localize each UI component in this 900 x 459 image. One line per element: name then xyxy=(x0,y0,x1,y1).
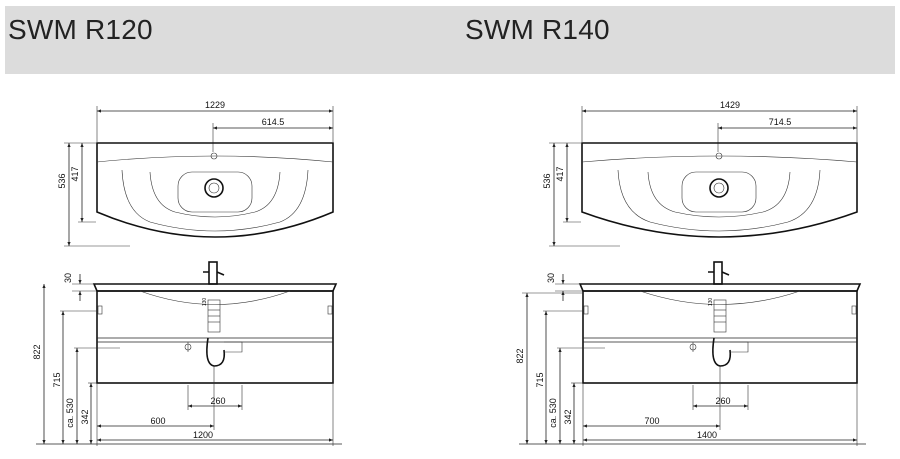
dim-height-342: 342 xyxy=(563,409,573,424)
top-view: 1429 714.5 536 417 xyxy=(542,100,858,247)
dim-total-height: 822 xyxy=(32,344,42,359)
dim-height-ca530: ca. 530 xyxy=(548,398,558,428)
drawing-r120: 1229 614.5 536 417 xyxy=(32,100,342,446)
model-title-left: SWM R120 xyxy=(8,14,153,45)
dim-depth-total: 536 xyxy=(542,173,552,188)
dim-height-715: 715 xyxy=(52,372,62,387)
dim-siphon-width: 260 xyxy=(715,396,730,406)
dim-depth-bowl: 417 xyxy=(555,166,565,181)
dim-height-342: 342 xyxy=(80,409,90,424)
dim-small-label: 130 xyxy=(202,298,208,307)
dim-tap-offset: 614.5 xyxy=(262,117,285,127)
dim-small-label: 130 xyxy=(708,298,714,307)
dim-height-715: 715 xyxy=(535,372,545,387)
drawing-r140: 1429 714.5 536 417 xyxy=(515,100,866,446)
dim-top-width: 1229 xyxy=(205,100,225,110)
dim-total-height: 822 xyxy=(515,348,525,363)
top-view: 1229 614.5 536 417 xyxy=(57,100,334,247)
model-title-right: SWM R140 xyxy=(465,14,610,45)
dim-cabinet-width: 1400 xyxy=(697,430,717,440)
dim-siphon-width: 260 xyxy=(210,396,225,406)
dim-tap-offset: 714.5 xyxy=(769,117,792,127)
front-view: 130 30 822 715 ca. 530 xyxy=(515,261,866,446)
dim-depth-total: 536 xyxy=(57,173,67,188)
dim-top-width: 1429 xyxy=(720,100,740,110)
dim-top-thickness: 30 xyxy=(546,273,556,283)
front-view: 130 30 822 715 ca. 530 342 xyxy=(32,261,342,446)
dim-half-width: 700 xyxy=(644,416,659,426)
dim-cabinet-width: 1200 xyxy=(193,430,213,440)
header-bar xyxy=(5,6,895,74)
dim-depth-bowl: 417 xyxy=(70,166,80,181)
dim-top-thickness: 30 xyxy=(63,273,73,283)
dim-half-width: 600 xyxy=(150,416,165,426)
dim-height-ca530: ca. 530 xyxy=(65,398,75,428)
